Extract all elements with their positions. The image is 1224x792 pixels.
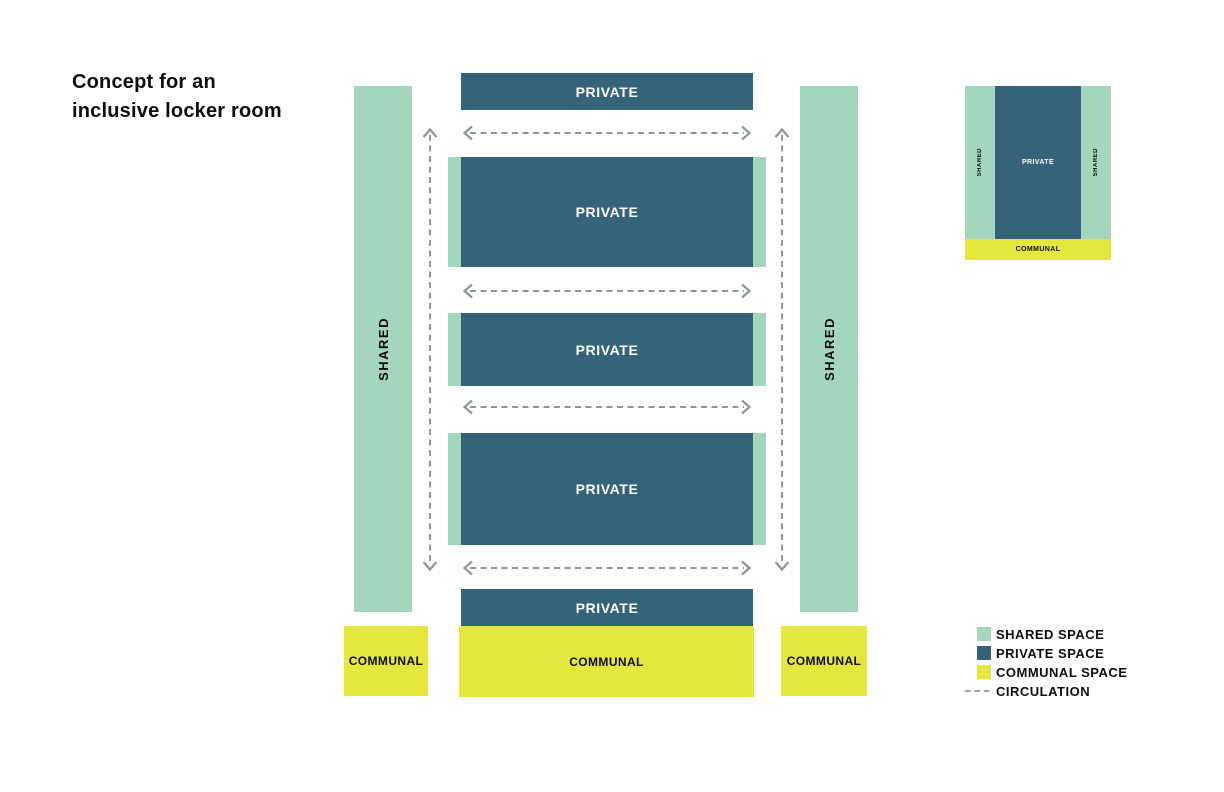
circulation-arrow-vertical-left	[422, 126, 438, 573]
private-top-label: PRIVATE	[575, 83, 639, 100]
shared-space-swatch	[977, 627, 991, 641]
legend-item-private-space: PRIVATE SPACE	[965, 645, 1127, 661]
inset-shared-column-right: SHARED	[1081, 86, 1111, 239]
private-space-row-2: PRIVATE	[461, 313, 753, 386]
private-block-row-2: PRIVATE	[448, 313, 766, 386]
inset-shared-left-label: SHARED	[977, 148, 983, 177]
inset-section-diagram: SHARED PRIVATE SHARED COMMUNAL	[965, 86, 1111, 260]
circulation-arrow-horizontal-1	[461, 125, 753, 141]
shared-bar-left-label: SHARED	[375, 317, 391, 381]
communal-space-left: COMMUNAL	[344, 626, 428, 696]
shared-space-bar-right: SHARED	[800, 86, 858, 612]
private-block-row-1: PRIVATE	[448, 157, 766, 267]
communal-space-swatch	[977, 665, 991, 679]
circulation-arrow-horizontal-4	[461, 560, 753, 576]
inset-communal-strip: COMMUNAL	[965, 239, 1111, 260]
legend-label-communal: COMMUNAL SPACE	[996, 664, 1128, 680]
private-space-bottom-bar: PRIVATE	[461, 589, 753, 626]
title-line-2: inclusive locker room	[72, 100, 282, 122]
double-arrow-icon	[462, 125, 752, 141]
double-arrow-icon	[422, 127, 438, 572]
double-arrow-icon	[462, 560, 752, 576]
page-title: Concept for an inclusive locker room	[72, 68, 352, 126]
private-space-swatch	[977, 646, 991, 660]
inset-communal-label: COMMUNAL	[1015, 246, 1061, 253]
inset-private-column: PRIVATE	[995, 86, 1081, 239]
private-block-row-3: PRIVATE	[448, 433, 766, 545]
inset-private-label: PRIVATE	[1021, 159, 1055, 166]
private-row-1-label: PRIVATE	[575, 204, 639, 220]
communal-right-label: COMMUNAL	[786, 654, 862, 668]
circulation-arrow-horizontal-3	[461, 399, 753, 415]
shared-space-bar-left: SHARED	[354, 86, 412, 612]
communal-space-center: COMMUNAL	[459, 626, 754, 697]
inset-shared-column-left: SHARED	[965, 86, 995, 239]
private-space-row-3: PRIVATE	[461, 433, 753, 545]
private-space-top-bar: PRIVATE	[461, 73, 753, 110]
private-row-3-label: PRIVATE	[575, 481, 639, 497]
communal-center-label: COMMUNAL	[569, 654, 644, 669]
legend: SHARED SPACE PRIVATE SPACE COMMUNAL SPAC…	[965, 627, 1127, 703]
legend-label-private: PRIVATE SPACE	[996, 645, 1105, 661]
inset-shared-right-label: SHARED	[1093, 148, 1099, 177]
legend-item-communal-space: COMMUNAL SPACE	[965, 664, 1128, 680]
circulation-arrow-horizontal-2	[461, 283, 753, 299]
legend-swatch-wrap	[965, 665, 991, 679]
legend-swatch-wrap	[965, 684, 991, 698]
legend-label-circulation: CIRCULATION	[996, 683, 1091, 699]
private-space-row-1: PRIVATE	[461, 157, 753, 267]
private-bottom-label: PRIVATE	[575, 599, 639, 616]
legend-label-shared: SHARED SPACE	[996, 626, 1105, 642]
title-line-1: Concept for an	[72, 71, 216, 93]
legend-item-shared-space: SHARED SPACE	[965, 626, 1127, 642]
legend-item-circulation: CIRCULATION	[965, 683, 1127, 699]
double-arrow-icon	[774, 127, 790, 572]
legend-swatch-wrap	[965, 627, 991, 641]
dashed-line-icon	[965, 690, 991, 692]
communal-left-label: COMMUNAL	[348, 654, 424, 668]
shared-bar-right-label: SHARED	[821, 317, 837, 381]
double-arrow-icon	[462, 399, 752, 415]
legend-swatch-wrap	[965, 646, 991, 660]
communal-space-right: COMMUNAL	[781, 626, 867, 696]
private-row-2-label: PRIVATE	[575, 341, 639, 358]
double-arrow-icon	[462, 283, 752, 299]
circulation-arrow-vertical-right	[774, 126, 790, 573]
